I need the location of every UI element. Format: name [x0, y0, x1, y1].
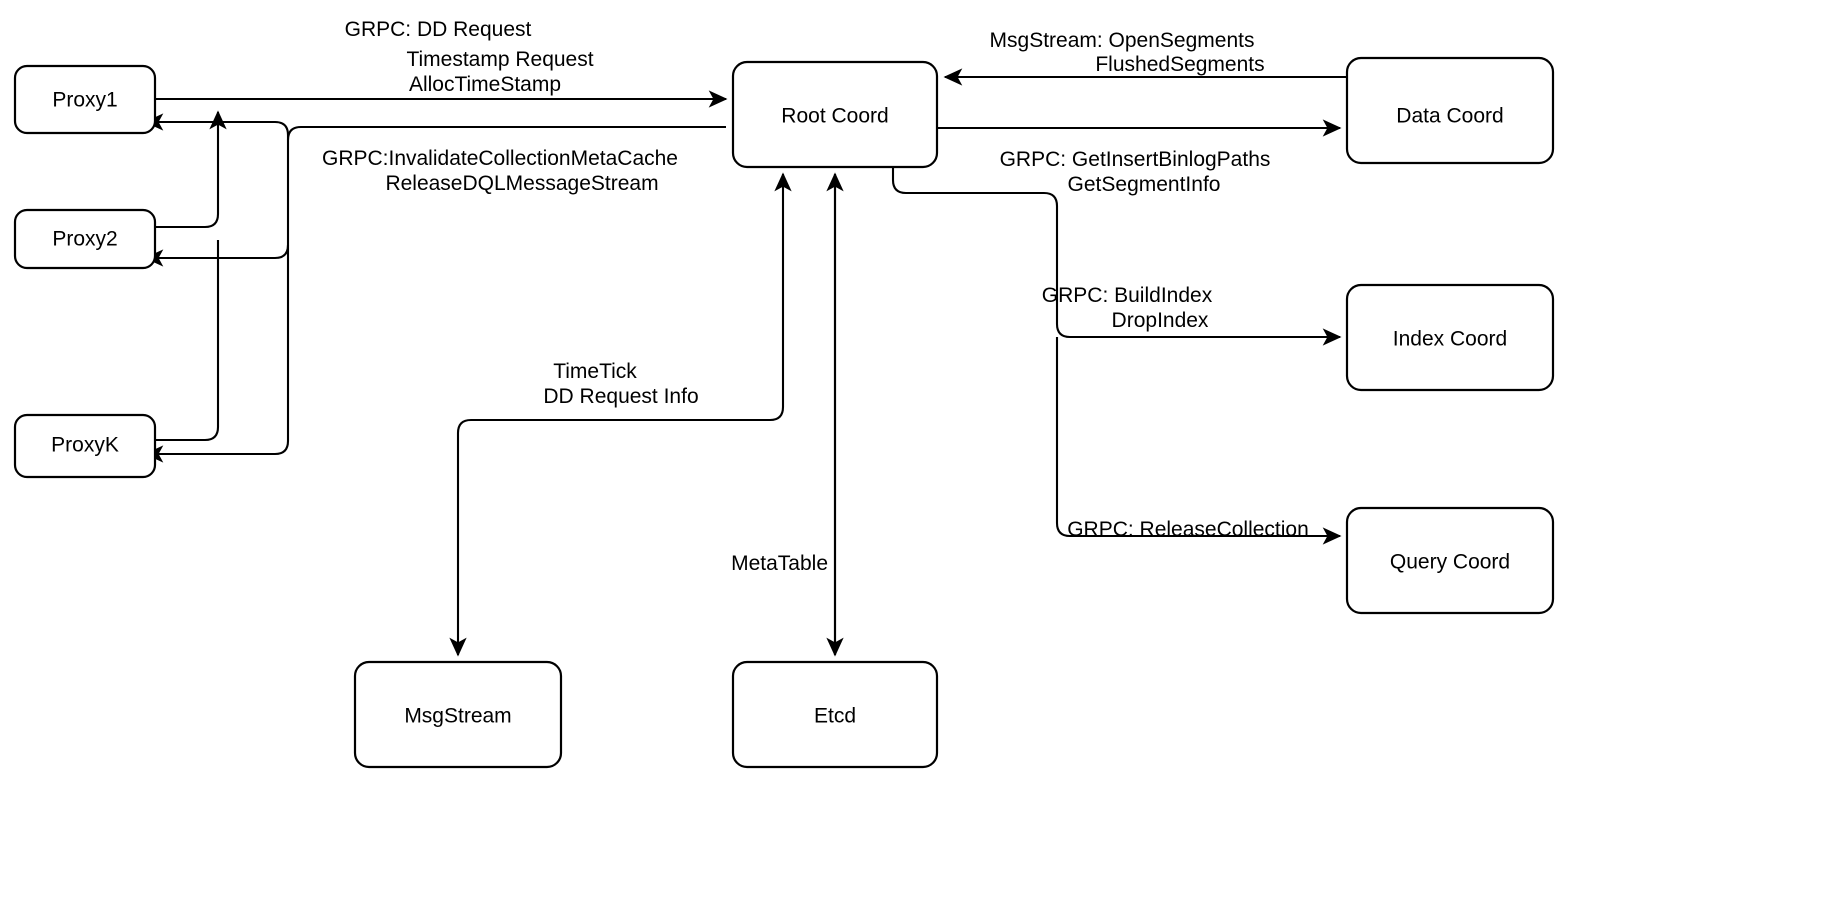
- edge-label-root-to-proxy-2: ReleaseDQLMessageStream: [385, 172, 658, 195]
- node-proxyk[interactable]: ProxyK: [13, 413, 157, 479]
- node-proxyk-box[interactable]: [13, 413, 157, 479]
- edge-rootcoord-to-msgstream: TimeTick DD Request Info: [449, 172, 792, 657]
- node-indexcoord[interactable]: Index Coord: [1345, 283, 1555, 392]
- edge-label-data-to-root-2: FlushedSegments: [1095, 53, 1264, 76]
- edge-rootcoord-to-querycoord: GRPC: ReleaseCollection: [1055, 337, 1342, 545]
- node-rootcoord-box[interactable]: [731, 60, 939, 169]
- node-proxy1-label: Proxy1: [52, 89, 117, 112]
- node-proxy1[interactable]: Proxy1: [13, 64, 157, 135]
- node-rootcoord[interactable]: Root Coord: [731, 60, 939, 169]
- node-querycoord[interactable]: Query Coord: [1345, 506, 1555, 615]
- node-proxy1-box[interactable]: [13, 64, 157, 135]
- node-proxy2[interactable]: Proxy2: [13, 208, 157, 270]
- edge-datacoord-to-rootcoord: MsgStream: OpenSegments FlushedSegments: [943, 29, 1347, 86]
- edge-label-root-to-query-1: GRPC: ReleaseCollection: [1067, 518, 1309, 541]
- node-msgstream[interactable]: MsgStream: [353, 660, 563, 769]
- node-datacoord-box[interactable]: [1345, 56, 1555, 165]
- node-proxy2-label: Proxy2: [52, 228, 117, 251]
- node-indexcoord-box[interactable]: [1345, 283, 1555, 392]
- edge-rootcoord-to-etcd: MetaTable: [731, 172, 844, 657]
- node-querycoord-box[interactable]: [1345, 506, 1555, 615]
- edge-label-root-to-index-2: DropIndex: [1112, 309, 1209, 332]
- edge-label-proxy-to-root-3: AllocTimeStamp: [409, 73, 561, 96]
- node-proxyk-label: ProxyK: [51, 434, 119, 457]
- node-msgstream-box[interactable]: [353, 660, 563, 769]
- edge-label-root-to-data-2: GetSegmentInfo: [1068, 173, 1221, 196]
- edge-label-root-to-data-1: GRPC: GetInsertBinlogPaths: [1000, 148, 1271, 171]
- node-indexcoord-label: Index Coord: [1393, 328, 1507, 351]
- edge-rootcoord-to-proxy: GRPC:InvalidateCollectionMetaCache Relea…: [144, 113, 726, 463]
- node-msgstream-label: MsgStream: [404, 705, 511, 728]
- edge-rootcoord-to-datacoord: GRPC: GetInsertBinlogPaths GetSegmentInf…: [938, 119, 1342, 196]
- edge-label-root-to-msgstream-2: DD Request Info: [543, 385, 698, 408]
- node-querycoord-label: Query Coord: [1390, 551, 1510, 574]
- node-proxy2-box[interactable]: [13, 208, 157, 270]
- node-etcd-box[interactable]: [731, 660, 939, 769]
- node-etcd[interactable]: Etcd: [731, 660, 939, 769]
- edge-label-root-to-index-1: GRPC: BuildIndex: [1042, 284, 1213, 307]
- node-rootcoord-label: Root Coord: [781, 105, 888, 128]
- node-datacoord[interactable]: Data Coord: [1345, 56, 1555, 165]
- node-datacoord-label: Data Coord: [1396, 105, 1503, 128]
- edge-rootcoord-to-indexcoord: GRPC: BuildIndex DropIndex: [891, 167, 1342, 346]
- edge-label-proxy-to-root-1: GRPC: DD Request: [345, 18, 532, 41]
- edge-label-root-to-proxy-1: GRPC:InvalidateCollectionMetaCache: [322, 147, 678, 170]
- edge-proxy-to-rootcoord: GRPC: DD Request Timestamp Request Alloc…: [155, 18, 728, 442]
- edge-label-data-to-root-1: MsgStream: OpenSegments: [990, 29, 1255, 52]
- node-etcd-label: Etcd: [814, 705, 856, 728]
- edge-label-root-to-etcd-1: MetaTable: [731, 552, 828, 575]
- edge-label-proxy-to-root-2: Timestamp Request: [406, 48, 593, 71]
- edge-label-root-to-msgstream-1: TimeTick: [553, 360, 637, 383]
